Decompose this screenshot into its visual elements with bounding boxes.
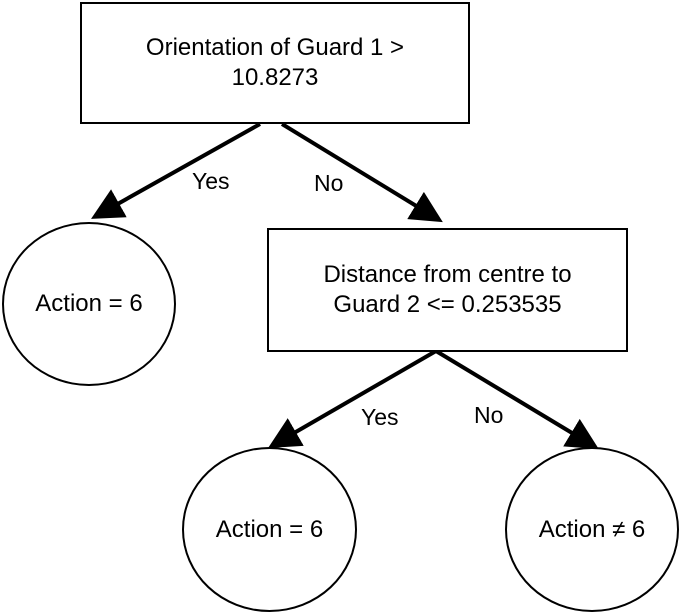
edge-decision-yes-arrow xyxy=(268,349,438,449)
edge-root-no-arrow xyxy=(280,122,443,223)
leaf-node-middle-label: Action = 6 xyxy=(215,515,324,543)
edge-decision-no-arrow xyxy=(434,349,599,450)
leaf-node-left: Action = 6 xyxy=(2,222,176,386)
leaf-node-middle: Action = 6 xyxy=(182,447,357,612)
leaf-node-left-label: Action = 6 xyxy=(35,290,143,317)
edge-label-root-no: No xyxy=(314,170,344,196)
edge-label-root-yes: Yes xyxy=(192,168,230,194)
root-node-line1: Orientation of Guard 1 > xyxy=(145,34,405,61)
leaf-node-right-label: Action ≠ 6 xyxy=(538,515,646,543)
decision-node-line1: Distance from centre to xyxy=(323,261,572,288)
root-node: Orientation of Guard 1 > 10.8273 xyxy=(80,2,470,124)
decision-node: Distance from centre to Guard 2 <= 0.253… xyxy=(267,228,628,352)
edge-label-decision-no: No xyxy=(474,402,504,428)
edge-label-decision-yes: Yes xyxy=(361,404,399,430)
root-node-line2: 10.8273 xyxy=(231,64,319,91)
decision-node-line2: Guard 2 <= 0.253535 xyxy=(333,291,562,318)
leaf-node-right: Action ≠ 6 xyxy=(505,447,679,612)
edge-root-yes-arrow xyxy=(91,122,261,219)
